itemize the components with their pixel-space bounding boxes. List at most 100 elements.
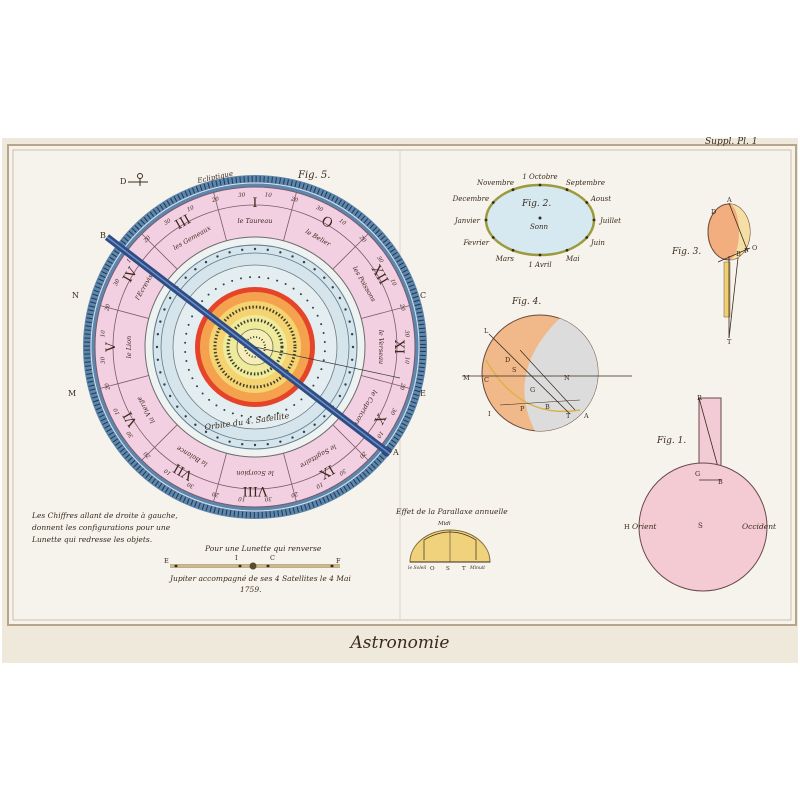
zodiac-name: le Scorpion (236, 469, 273, 477)
degree-number: 30 (388, 407, 397, 416)
satellite-mark (249, 415, 252, 418)
satellite-mark (323, 415, 326, 418)
scale-letter-i: I (235, 554, 238, 562)
fig1-label: Fig. 1. (656, 436, 686, 446)
satellite-mark (344, 383, 347, 386)
scale-caption-2: 1759. (240, 585, 261, 594)
parallax-diagram (409, 529, 491, 563)
jupiter-scale: Pour une Lunette qui renverse E I C F Ju… (164, 544, 351, 594)
satellite-mark (216, 255, 219, 258)
satellite-mark (302, 260, 306, 264)
satellite-mark (338, 296, 342, 300)
fig2-center: Sonn (530, 223, 549, 231)
degree-number: 20 (290, 490, 300, 498)
fig4-diagram (462, 314, 632, 432)
plate-title: Astronomie (349, 633, 450, 653)
degree-number: 30 (403, 330, 410, 338)
satellite-mark (312, 384, 315, 387)
satellite-mark (187, 323, 190, 326)
sector-divider (141, 424, 178, 461)
scale-label: Pour une Lunette qui renverse (204, 544, 322, 553)
parallax-letter: O (430, 566, 435, 572)
degree-number: 10 (389, 278, 398, 287)
sector-divider (283, 192, 297, 241)
satellite-mark (320, 368, 323, 371)
degree-number: 20 (142, 235, 152, 245)
satellite-mark (168, 394, 172, 398)
degree-number: 30 (163, 218, 173, 227)
satellite-mark (155, 345, 159, 349)
satellite-mark (223, 408, 226, 411)
fig2-orbit-point (484, 218, 488, 222)
fig4-letter: N (564, 374, 570, 382)
satellite-mark (292, 287, 295, 290)
degree-number: 30 (238, 192, 246, 199)
fig2-month: Janvier (453, 217, 481, 225)
fig2-month: Aoust (590, 195, 611, 203)
satellite-mark (216, 436, 219, 439)
degree-number: 20 (104, 303, 112, 313)
fig4-letter: C (484, 376, 489, 384)
satellite-mark (348, 371, 351, 374)
fig1-orient: Orient (632, 522, 657, 531)
degree-number: 20 (143, 450, 153, 460)
satellite-mark (323, 350, 326, 353)
scale-letter-c: C (270, 554, 275, 562)
degree-number: 20 (398, 381, 406, 391)
fig4-letter: D (505, 356, 510, 364)
fig4-letter: I (488, 410, 491, 418)
fig2-orbit-point (491, 236, 495, 239)
satellite-mark (196, 385, 199, 388)
degree-number: 10 (163, 467, 173, 476)
fig2-orbit-point (511, 248, 515, 252)
satellite-mark (299, 293, 302, 296)
degree-number: 10 (375, 430, 384, 440)
satellite-mark (302, 430, 306, 434)
zodiac-numeral: VIII (243, 483, 269, 498)
scale-letter-f: F (336, 557, 341, 565)
degree-number: 10 (264, 192, 272, 199)
fig2-orbit-point (592, 218, 596, 222)
degree-number: 10 (113, 406, 122, 415)
fig2-month: 1 Avril (528, 261, 551, 269)
degree-number: 10 (238, 495, 246, 502)
satellite-mark (168, 296, 172, 300)
zodiac-name: le Verseau (377, 330, 385, 364)
fig2-orbit-point (538, 183, 542, 187)
fig2-orbit-point (585, 236, 589, 239)
zodiac-numeral: I (252, 196, 257, 211)
parallax-minuit: Minuit (469, 565, 485, 571)
degree-number: 30 (264, 495, 272, 502)
fig2-month: Juillet (598, 217, 621, 225)
degree-number: 10 (100, 330, 107, 338)
degree-number: 20 (357, 234, 367, 244)
fig1-occident: Occident (742, 522, 777, 531)
degree-number: 30 (113, 278, 122, 287)
satellite-mark (323, 276, 326, 279)
satellite-mark (313, 268, 316, 271)
fig4-letter: A (583, 412, 589, 420)
satellite-mark (266, 248, 269, 252)
satellite-mark (191, 315, 194, 318)
fig2-orbit-point (585, 201, 589, 204)
satellite-mark (163, 383, 166, 386)
satellite-mark (241, 248, 244, 252)
note-line-1: Les Chiffres allant de droite à gauche, (31, 511, 178, 520)
fig2-month: Septembre (566, 179, 605, 187)
fig2-label: Fig. 2. (521, 199, 551, 209)
satellite-mark (159, 320, 162, 323)
sector-divider (100, 305, 149, 319)
degree-number: 10 (186, 205, 195, 214)
satellite-mark (311, 306, 314, 309)
sector-divider (361, 305, 410, 319)
satellite-mark (204, 260, 208, 264)
degree-number: 20 (104, 382, 112, 392)
satellite-mark (240, 414, 243, 417)
satellite-mark (351, 345, 355, 349)
zodiac-name: le Lion (125, 336, 133, 359)
parallax-midi: Midi (437, 521, 451, 527)
zodiac-numeral: V (104, 342, 119, 353)
mark-b: B (100, 231, 106, 240)
fig2-orbit-point (565, 188, 569, 192)
fig3-letter: T (727, 338, 732, 346)
